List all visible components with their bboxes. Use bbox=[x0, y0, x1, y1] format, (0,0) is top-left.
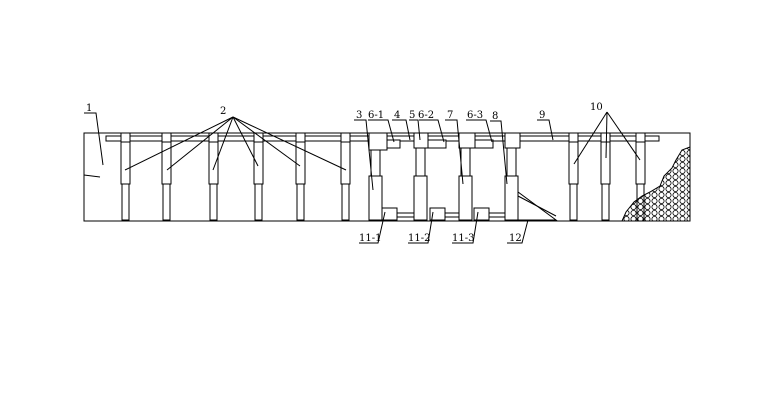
support-unit-1 bbox=[368, 132, 401, 221]
base-block bbox=[381, 207, 398, 221]
single-prop bbox=[120, 132, 131, 221]
label-7: 7 bbox=[447, 110, 453, 121]
connector-block bbox=[474, 139, 494, 149]
label-6-1: 6-1 bbox=[368, 110, 384, 121]
support-unit-4 bbox=[504, 132, 558, 221]
label-3: 3 bbox=[356, 110, 362, 121]
single-prop bbox=[295, 132, 306, 221]
label-8: 8 bbox=[492, 111, 498, 122]
single-prop bbox=[208, 132, 219, 221]
support-unit-3 bbox=[458, 132, 494, 221]
face-props-group bbox=[568, 132, 646, 221]
label-11-3: 11-3 bbox=[452, 233, 474, 244]
single-props-group bbox=[120, 132, 351, 221]
single-prop bbox=[161, 132, 172, 221]
base-block bbox=[473, 207, 490, 221]
label-6-2: 6-2 bbox=[418, 110, 434, 121]
hydraulic-leg bbox=[413, 175, 428, 221]
label-4: 4 bbox=[394, 110, 400, 121]
top-cap bbox=[368, 132, 388, 151]
label-12: 12 bbox=[509, 233, 522, 244]
label-10: 10 bbox=[590, 102, 603, 113]
label-5: 5 bbox=[409, 110, 415, 121]
single-prop bbox=[340, 132, 351, 221]
top-cap bbox=[413, 132, 429, 149]
label-1: 1 bbox=[86, 103, 92, 114]
single-prop bbox=[600, 132, 611, 221]
top-cap bbox=[458, 132, 476, 149]
support-unit-2 bbox=[413, 132, 447, 221]
rock-face bbox=[621, 146, 691, 222]
entry-mark bbox=[83, 174, 101, 178]
label-2: 2 bbox=[220, 106, 226, 117]
hydraulic-leg bbox=[368, 175, 383, 221]
label-11-2: 11-2 bbox=[408, 233, 430, 244]
label-11-1: 11-1 bbox=[359, 233, 381, 244]
label-6-3: 6-3 bbox=[467, 110, 483, 121]
leader-lines bbox=[84, 111, 641, 244]
base-rail bbox=[397, 212, 505, 218]
connector-block bbox=[427, 139, 447, 149]
part-labels: 1 2 3 6-1 4 5 6-2 7 6-3 8 9 10 11-1 11-2… bbox=[86, 102, 603, 244]
hydraulic-leg bbox=[458, 175, 473, 221]
single-prop bbox=[568, 132, 579, 221]
top-cap bbox=[504, 132, 521, 149]
single-prop bbox=[253, 132, 264, 221]
base-block bbox=[429, 207, 446, 221]
label-9: 9 bbox=[539, 110, 545, 121]
